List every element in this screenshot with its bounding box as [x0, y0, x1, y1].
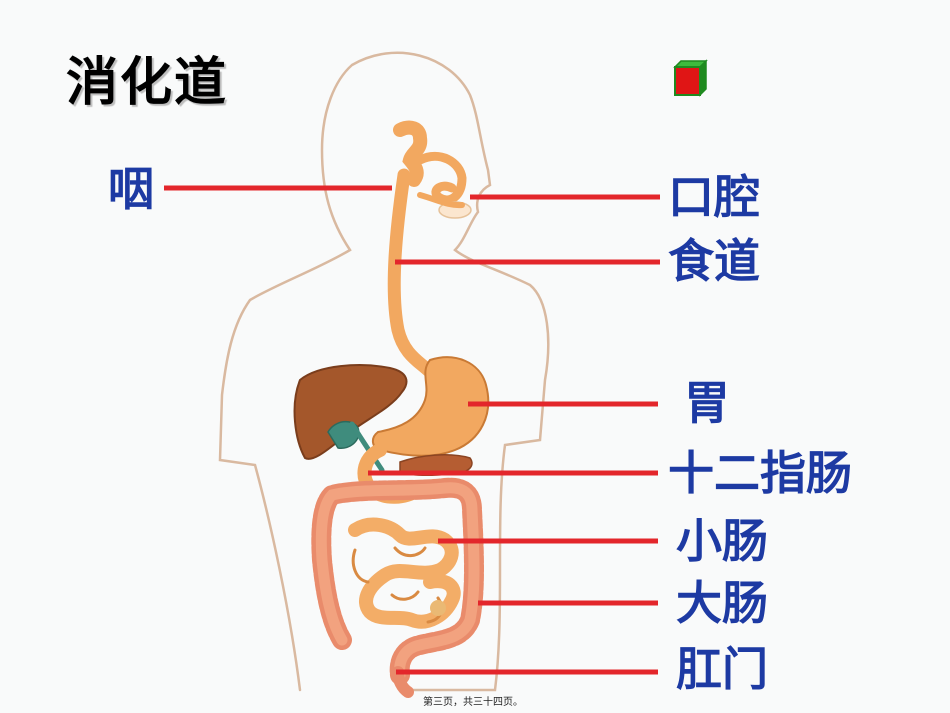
liver-organ: [293, 364, 408, 460]
page-title: 消化道: [66, 53, 229, 113]
label-pharynx: 咽: [108, 162, 154, 216]
label-large-intestine: 大肠: [676, 576, 768, 630]
esophagus-organ: [387, 168, 437, 379]
label-esophagus: 食道: [668, 234, 760, 288]
cube-icon: [673, 59, 708, 97]
page-footer: 第三页，共三十四页。: [423, 697, 523, 708]
mouth-pharynx-organ: [393, 120, 472, 219]
small-intestine-organ: [348, 517, 461, 629]
body-outline: [218, 51, 550, 692]
label-anus: 肛门: [676, 642, 768, 696]
label-small-intestine: 小肠: [676, 514, 768, 568]
label-mouth: 口腔: [668, 170, 760, 224]
stomach-organ: [372, 356, 490, 457]
label-stomach: 胃: [684, 376, 730, 430]
label-duodenum: 十二指肠: [668, 446, 852, 500]
gallbladder-organ: [327, 420, 360, 449]
